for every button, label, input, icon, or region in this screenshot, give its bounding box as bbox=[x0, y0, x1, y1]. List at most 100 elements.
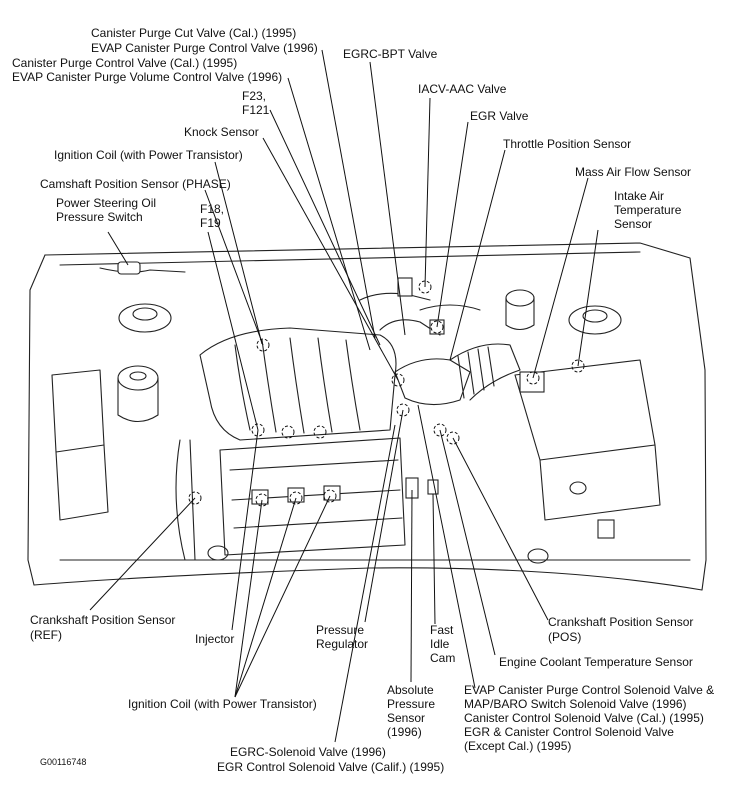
ps-switch bbox=[117, 261, 141, 275]
fast-idle-cam-body bbox=[427, 479, 439, 495]
label-f18: F18, bbox=[200, 202, 224, 216]
label-abs-press-4: (1996) bbox=[387, 725, 422, 739]
runner-2 bbox=[261, 339, 277, 433]
injector-location-2 bbox=[281, 425, 295, 439]
leader-iat bbox=[577, 229, 599, 367]
label-egrc-bpt: EGRC-BPT Valve bbox=[343, 47, 438, 61]
label-evap-sol-4: EGR & Canister Control Solenoid Valve bbox=[464, 725, 674, 739]
label-crank-pos-1: Crankshaft Position Sensor bbox=[548, 615, 693, 629]
ps-reservoir-cap bbox=[129, 371, 147, 381]
runner-1 bbox=[234, 344, 251, 431]
coil-pack-2 bbox=[287, 487, 305, 503]
label-camshaft-position: Camshaft Position Sensor (PHASE) bbox=[40, 177, 231, 191]
maf-location bbox=[526, 371, 540, 385]
coil-location-2 bbox=[289, 491, 303, 505]
runner-5 bbox=[345, 339, 361, 431]
camshaft-location bbox=[256, 338, 270, 352]
label-ps-oil-1: Power Steering Oil bbox=[56, 196, 156, 210]
label-f19: F19 bbox=[200, 216, 221, 230]
ps-hose bbox=[99, 267, 186, 273]
label-evap-purge-volume: EVAP Canister Purge Volume Control Valve… bbox=[12, 70, 282, 84]
left-lower-plug bbox=[207, 545, 229, 561]
leader-injector bbox=[231, 429, 259, 631]
label-evap-sol-2: MAP/BARO Switch Solenoid Valve (1996) bbox=[464, 697, 687, 711]
leader-purge-volume bbox=[287, 77, 371, 351]
leader-crank-ref bbox=[89, 497, 196, 611]
leader-tps bbox=[449, 149, 506, 361]
label-canister-purge-cut: Canister Purge Cut Valve (Cal.) (1995) bbox=[91, 26, 296, 40]
coil-pack-1 bbox=[251, 489, 269, 505]
leader-canister-purge bbox=[321, 49, 376, 339]
label-canister-purge-control: Canister Purge Control Valve (Cal.) (199… bbox=[12, 56, 237, 70]
runner-4 bbox=[317, 337, 333, 433]
leader-egr bbox=[436, 121, 469, 328]
radiator-support bbox=[33, 567, 703, 591]
air-duct-1 bbox=[449, 343, 521, 401]
right-strut-tower bbox=[568, 305, 622, 335]
label-intake-air-3: Sensor bbox=[614, 217, 652, 231]
label-injector: Injector bbox=[195, 632, 234, 646]
label-fast-idle-2: Idle bbox=[430, 637, 450, 651]
valve-cover-rib-1 bbox=[229, 459, 399, 471]
pressure-reg-location bbox=[396, 403, 410, 417]
valve-cover bbox=[219, 437, 406, 556]
leader-ps-switch bbox=[107, 231, 129, 266]
label-crank-ref-2: (REF) bbox=[30, 628, 62, 642]
left-strut-cap bbox=[132, 307, 158, 321]
leader-abs-pressure bbox=[410, 489, 413, 683]
label-engine-coolant: Engine Coolant Temperature Sensor bbox=[499, 655, 693, 669]
right-strut-cap bbox=[582, 309, 608, 323]
air-cleaner-side bbox=[539, 444, 661, 521]
crank-ref-location bbox=[188, 491, 202, 505]
leader-f23 bbox=[269, 109, 381, 346]
throttle-body bbox=[394, 358, 471, 406]
leader-coil-3 bbox=[234, 495, 331, 698]
left-strut-tower bbox=[118, 303, 172, 333]
left-box bbox=[51, 369, 105, 453]
iacv-location bbox=[430, 320, 444, 334]
vacuum-hose-1 bbox=[359, 292, 431, 301]
vacuum-hose-2 bbox=[419, 304, 481, 311]
maf-sensor-body bbox=[519, 371, 545, 393]
label-pressure-reg-1: Pressure bbox=[316, 623, 364, 637]
leader-iacv bbox=[424, 97, 431, 288]
leader-fast-idle bbox=[432, 493, 436, 625]
leader-coil-1 bbox=[234, 499, 263, 698]
coil-location-1 bbox=[255, 493, 269, 507]
label-abs-press-1: Absolute bbox=[387, 683, 434, 697]
vacuum-hose-3 bbox=[379, 319, 441, 336]
valve-cover-rib-3 bbox=[233, 517, 403, 529]
cowl-line bbox=[59, 251, 641, 266]
leader-ect bbox=[439, 429, 496, 656]
label-f23: F23, bbox=[242, 89, 266, 103]
left-box-side bbox=[55, 444, 109, 521]
label-intake-air-1: Intake Air bbox=[614, 189, 664, 203]
label-crank-ref-1: Crankshaft Position Sensor bbox=[30, 613, 175, 627]
leader-knock bbox=[262, 137, 399, 381]
injector-location-3 bbox=[313, 425, 327, 439]
label-throttle-position: Throttle Position Sensor bbox=[503, 137, 631, 151]
coolant-cap bbox=[597, 519, 615, 539]
label-evap-sol-5: (Except Cal.) (1995) bbox=[464, 739, 571, 753]
coil-pack-3 bbox=[323, 485, 341, 501]
label-pressure-reg-2: Regulator bbox=[316, 637, 368, 651]
engine-drawing bbox=[27, 242, 707, 591]
left-hose bbox=[175, 439, 186, 561]
label-ignition-coil-top: Ignition Coil (with Power Transistor) bbox=[54, 148, 243, 162]
leader-egrc-bpt bbox=[369, 61, 406, 336]
solenoid-top bbox=[397, 277, 413, 297]
leader-evap-solenoid bbox=[417, 404, 476, 689]
canister-top bbox=[505, 289, 535, 307]
label-crank-pos-2: (POS) bbox=[548, 630, 581, 644]
ps-reservoir-body bbox=[117, 377, 159, 423]
body-outline-right bbox=[44, 242, 707, 591]
leader-f18 bbox=[207, 231, 259, 431]
intake-plenum bbox=[199, 327, 397, 441]
ps-reservoir-top bbox=[117, 365, 159, 391]
knock-location bbox=[391, 373, 405, 387]
coil-location-3 bbox=[323, 489, 337, 503]
diagram-code: G00116748 bbox=[40, 757, 86, 767]
label-egr-valve: EGR Valve bbox=[470, 109, 529, 123]
